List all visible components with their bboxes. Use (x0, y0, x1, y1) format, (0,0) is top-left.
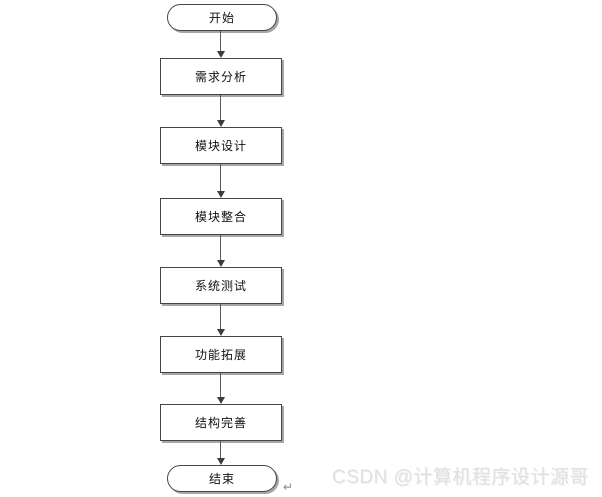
node-label-feature-expansion: 功能拓展 (194, 348, 247, 362)
node-label-end: 结束 (208, 472, 235, 486)
arrow-down-icon (216, 95, 225, 127)
arrow-down-icon (216, 441, 225, 465)
flowchart-node-system-testing: 系统测试 (160, 267, 282, 304)
flowchart-node-module-design: 模块设计 (160, 127, 282, 164)
arrow-down-icon (216, 235, 225, 267)
csdn-watermark: CSDN @计算机程序设计源哥 (332, 467, 589, 488)
node-label-module-integration: 模块整合 (194, 210, 247, 224)
arrow-down-icon (216, 304, 225, 336)
node-label-requirements-analysis: 需求分析 (194, 70, 247, 84)
paragraph-return-icon: ↵ (283, 480, 294, 494)
flowchart-node-module-integration: 模块整合 (160, 198, 282, 235)
flowchart-node-start: 开始 (167, 4, 277, 31)
arrow-down-icon (216, 373, 225, 404)
flowchart-node-structure-refinement: 结构完善 (160, 404, 282, 441)
arrow-down-icon (216, 164, 225, 198)
node-label-module-design: 模块设计 (194, 139, 247, 153)
arrow-down-icon (216, 31, 225, 58)
flowchart-node-feature-expansion: 功能拓展 (160, 336, 282, 373)
flowchart-node-requirements-analysis: 需求分析 (160, 58, 282, 95)
node-label-system-testing: 系统测试 (194, 279, 247, 293)
node-label-structure-refinement: 结构完善 (194, 416, 247, 430)
node-label-start: 开始 (208, 11, 235, 25)
flowchart-node-end: 结束 (167, 465, 277, 492)
